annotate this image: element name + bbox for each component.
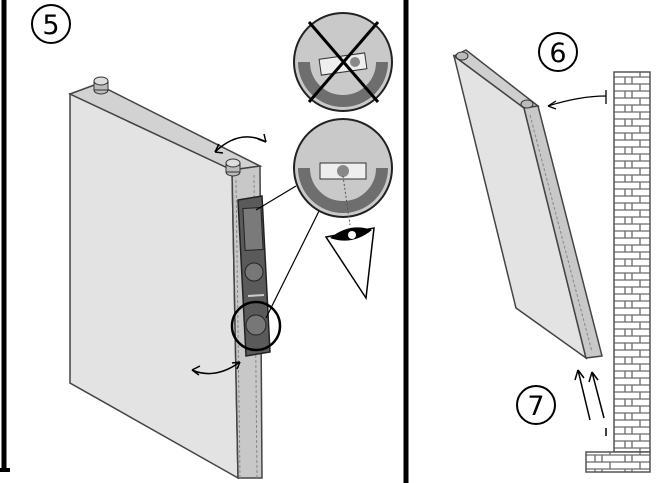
spirit-level [237, 195, 271, 357]
top-fitting-left-icon [93, 76, 109, 95]
rotate-arrow-top-icon [214, 133, 267, 154]
eye-icon [324, 227, 375, 301]
leader-line-lower [265, 204, 323, 319]
step-6-badge: 6 [538, 32, 578, 72]
leader-line-upper [255, 185, 297, 211]
tilted-radiator [452, 49, 603, 360]
step-5-badge: 5 [31, 4, 71, 44]
brick-wall [585, 71, 651, 473]
step-6-number: 6 [549, 38, 566, 69]
lift-arrow-icon [574, 369, 605, 421]
radiator-panel [68, 76, 263, 480]
top-fitting-icon [455, 51, 469, 61]
top-fitting-icon [520, 99, 534, 109]
step-7-number: 7 [527, 391, 544, 422]
tilt-arrow-icon [547, 90, 607, 110]
step-5-number: 5 [42, 10, 59, 41]
not-level-cross-icon [293, 12, 393, 112]
top-fitting-right-icon [225, 158, 241, 177]
step-7-badge: 7 [516, 385, 556, 425]
level-highlight-circle [230, 300, 282, 352]
level-ok-icon [293, 118, 393, 226]
rotate-arrow-bottom-icon [191, 361, 241, 376]
